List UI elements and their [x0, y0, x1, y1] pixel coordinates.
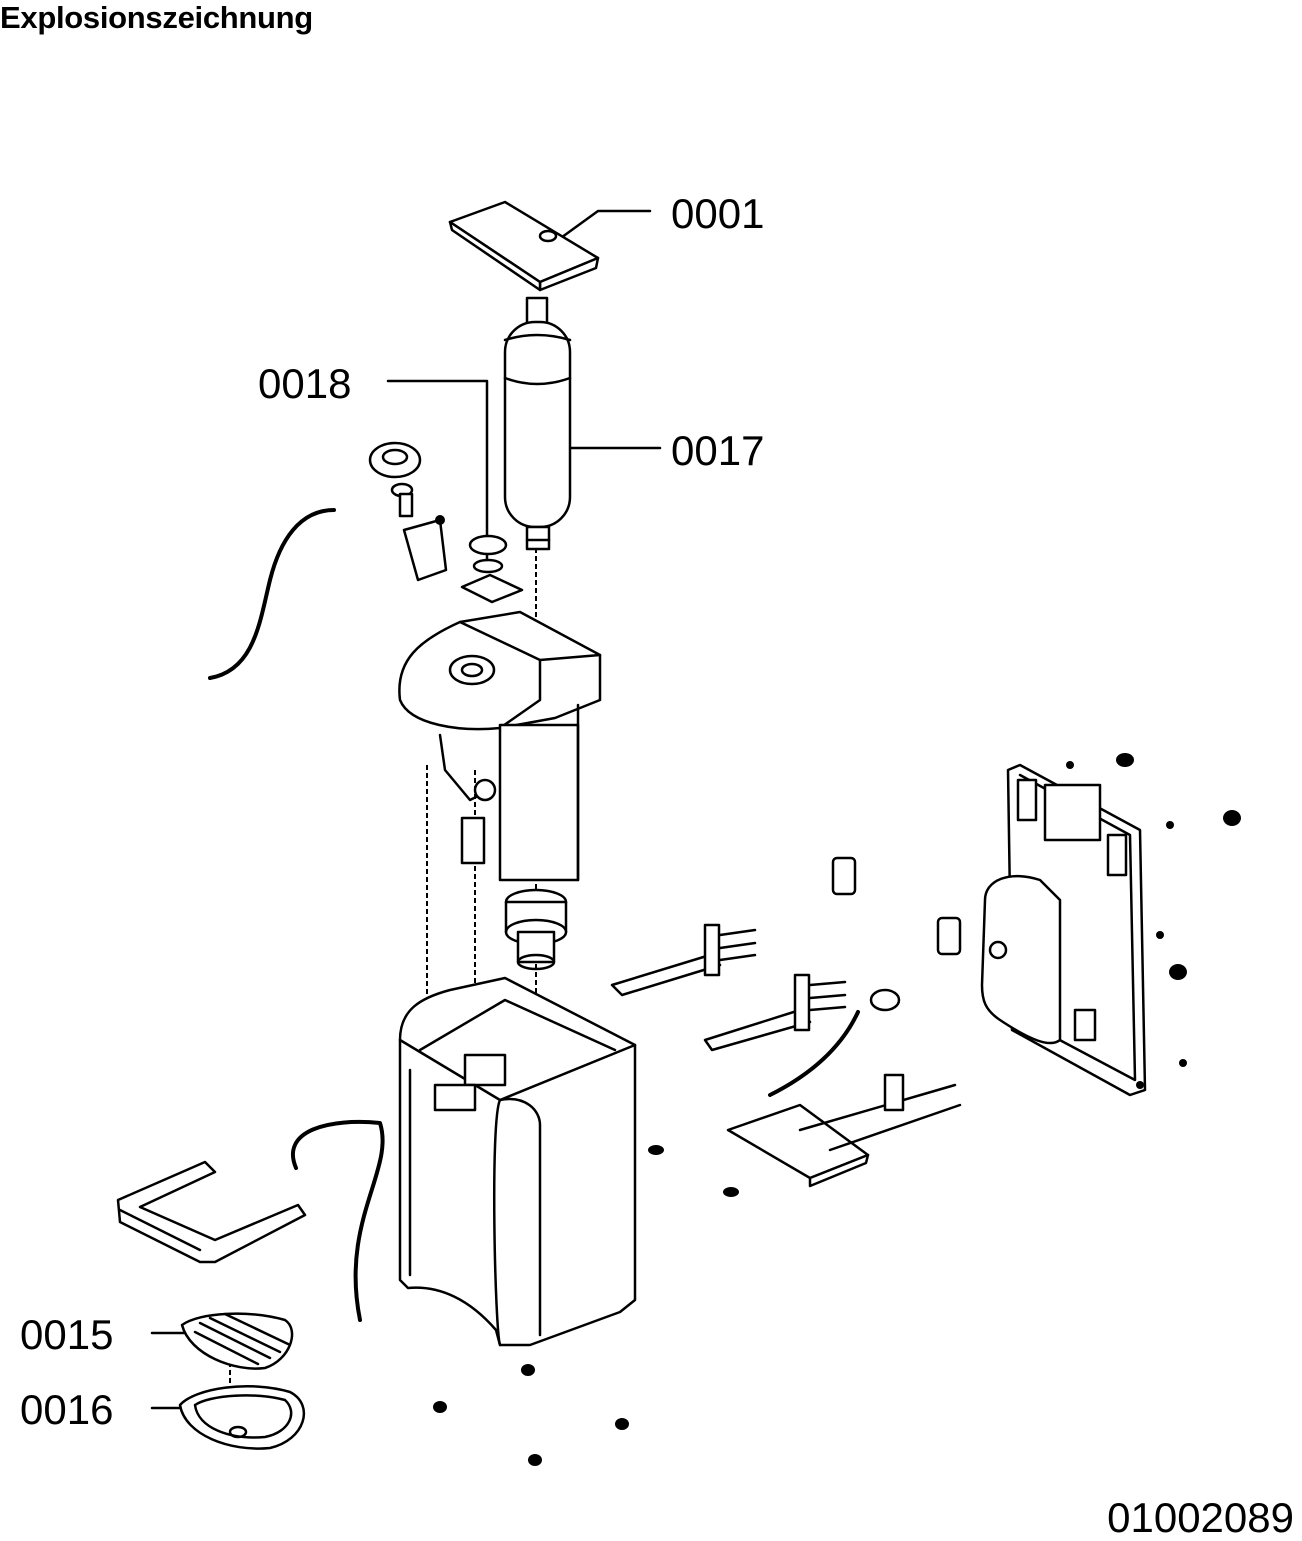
part-valve-assembly [368, 441, 524, 604]
part-lid [448, 200, 600, 292]
part-gasket-2 [936, 916, 962, 956]
part-brew-unit [504, 888, 568, 971]
part-heating-element-1 [610, 923, 757, 997]
page-title: Explosionszeichnung [0, 0, 313, 35]
callout-0015: 0015 [20, 1311, 114, 1358]
part-cup-frame [116, 1160, 307, 1264]
part-control-board [726, 1073, 962, 1188]
callout-0001: 0001 [671, 190, 765, 237]
part-connector [768, 988, 901, 1097]
callout-0018: 0018 [258, 360, 352, 407]
part-hose-bottom [291, 1119, 385, 1322]
document-number: 01002089 [1107, 1494, 1294, 1541]
callout-0017: 0017 [671, 427, 765, 474]
part-internal-wiring [438, 733, 497, 865]
leader-lines [150, 209, 662, 1410]
callout-0016: 0016 [20, 1386, 114, 1433]
part-drip-tray [178, 1385, 306, 1450]
part-upper-housing [398, 610, 602, 882]
part-water-tank [503, 296, 572, 551]
part-back-panel [980, 763, 1147, 1097]
part-drip-grid [180, 1312, 294, 1370]
part-gasket-1 [831, 856, 857, 896]
part-screws [433, 753, 1241, 1466]
part-heating-element-2 [703, 973, 847, 1052]
part-base-housing [398, 976, 637, 1347]
part-hose-top [208, 508, 336, 680]
